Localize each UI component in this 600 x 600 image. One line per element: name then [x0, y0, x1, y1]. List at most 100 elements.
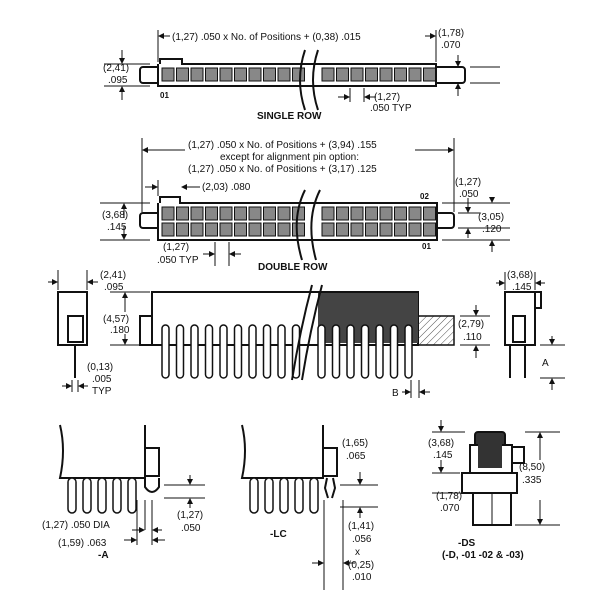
pin [294, 477, 304, 514]
single-row-end-mm: (1,78) [438, 28, 464, 39]
side-height-in: .180 [110, 325, 130, 336]
contact-cell [321, 222, 335, 237]
end-view-width-mm: (3,68) [507, 270, 533, 281]
double-row-pos-top: 02 [420, 192, 429, 201]
contact-cell [205, 67, 218, 82]
contact-cell [248, 67, 262, 82]
double-row-pitch-in: .050 TYP [157, 255, 199, 266]
pin [262, 324, 272, 379]
side-tab-in: .110 [463, 332, 482, 343]
contact-cell [263, 206, 276, 221]
option-lc-view: (1,65) .065 (1,41) .056 x (0,25) .010 -L… [240, 424, 378, 590]
option-a-pin-mm: (1,27) [177, 510, 203, 521]
double-row-height-in: .145 [107, 222, 127, 233]
option-ds-title: -DS [458, 538, 476, 549]
pin [331, 324, 341, 379]
contact-cell [234, 67, 247, 82]
option-a-dia: (1,27) .050 DIA [42, 520, 110, 531]
pin [375, 324, 384, 379]
pin [317, 324, 326, 379]
contact-cell [234, 222, 247, 237]
double-row-height-mm: (3,68) [102, 210, 128, 221]
contact-cell [336, 206, 349, 221]
contact-cell [292, 67, 305, 82]
pin [175, 324, 185, 379]
contact-cell [321, 206, 335, 221]
pin [233, 324, 243, 379]
option-lc-top-in: .065 [346, 451, 366, 462]
pin [112, 477, 122, 514]
pin [82, 477, 92, 514]
single-row-view: (1,27) .050 x No. of Positions + (0,38) … [103, 28, 500, 122]
dim-a-label: A [542, 358, 549, 369]
contact-cell [408, 222, 422, 237]
side-width-in: .095 [104, 282, 124, 293]
double-row-length-line3: (1,27) .050 x No. of Positions + (3,17) … [188, 164, 377, 175]
pin-thickness-in: .005 [92, 374, 112, 385]
double-row-offset-dim: (2,03) .080 [202, 182, 251, 193]
double-row-length-line1: (1,27) .050 x No. of Positions + (3,94) … [188, 140, 377, 151]
pin [248, 324, 257, 379]
contact-cell [336, 222, 349, 237]
contact-cell [350, 206, 364, 221]
single-row-length-dim: (1,27) .050 x No. of Positions + (0,38) … [172, 32, 361, 43]
pin [264, 477, 274, 514]
option-lc-top-mm: (1,65) [342, 438, 368, 449]
contact-cell [350, 222, 364, 237]
option-lc-x: x [355, 547, 360, 558]
option-lc-width-mm: (1,41) [348, 521, 374, 532]
option-a-title: -A [98, 550, 109, 561]
option-ds-subtitle: (-D, -01 -02 & -03) [442, 550, 524, 561]
double-row-end-in: .050 [459, 189, 479, 200]
contact-cell [190, 67, 204, 82]
single-row-title: SINGLE ROW [257, 111, 322, 122]
contact-cell [321, 67, 335, 82]
contact-cell [394, 67, 407, 82]
option-ds-total-mm: (8,50) [519, 462, 545, 473]
end-view-width-in: .145 [512, 282, 532, 293]
pin [277, 324, 286, 379]
contact-cell [423, 67, 436, 82]
pin-thickness-mm: (0,13) [87, 362, 113, 373]
option-ds-flange-mm: (1,78) [436, 491, 462, 502]
pin [67, 477, 77, 514]
contact-cell [161, 206, 175, 221]
contact-cell [205, 206, 218, 221]
single-row-end-in: .070 [441, 40, 461, 51]
contact-cell [176, 222, 189, 237]
contact-cell [161, 67, 175, 82]
contact-cell [394, 222, 407, 237]
pin [97, 477, 107, 514]
side-height-mm: (4,57) [103, 314, 129, 325]
pin [404, 324, 413, 379]
pin [161, 324, 170, 379]
contact-cell [423, 206, 436, 221]
pin [389, 324, 399, 379]
double-row-length-line2: except for alignment pin option: [220, 152, 359, 163]
single-row-height-in: .095 [108, 75, 128, 86]
double-row-pitch-mm: (1,27) [163, 242, 189, 253]
contact-cell [234, 206, 247, 221]
contact-cell [336, 67, 349, 82]
pin [204, 324, 214, 379]
option-lc-thick-in: .010 [352, 572, 372, 583]
option-lc-width-in: .056 [352, 534, 372, 545]
option-ds-flange-in: .070 [440, 503, 460, 514]
contact-cell [219, 206, 233, 221]
contact-cell [365, 206, 378, 221]
single-row-pitch-in: .050 TYP [370, 103, 412, 114]
pin [249, 477, 259, 514]
option-ds-top-in: .145 [433, 450, 453, 461]
contact-cell [408, 206, 422, 221]
contact-cell [205, 222, 218, 237]
option-a-pin-in: .050 [181, 523, 201, 534]
contact-cell [190, 222, 204, 237]
contact-cell [408, 67, 422, 82]
contact-cell [219, 67, 233, 82]
contact-cell [176, 67, 189, 82]
contact-cell [292, 222, 305, 237]
double-row-tab-mm: (3,05) [478, 212, 504, 223]
pin [127, 477, 137, 514]
contact-cell [219, 222, 233, 237]
